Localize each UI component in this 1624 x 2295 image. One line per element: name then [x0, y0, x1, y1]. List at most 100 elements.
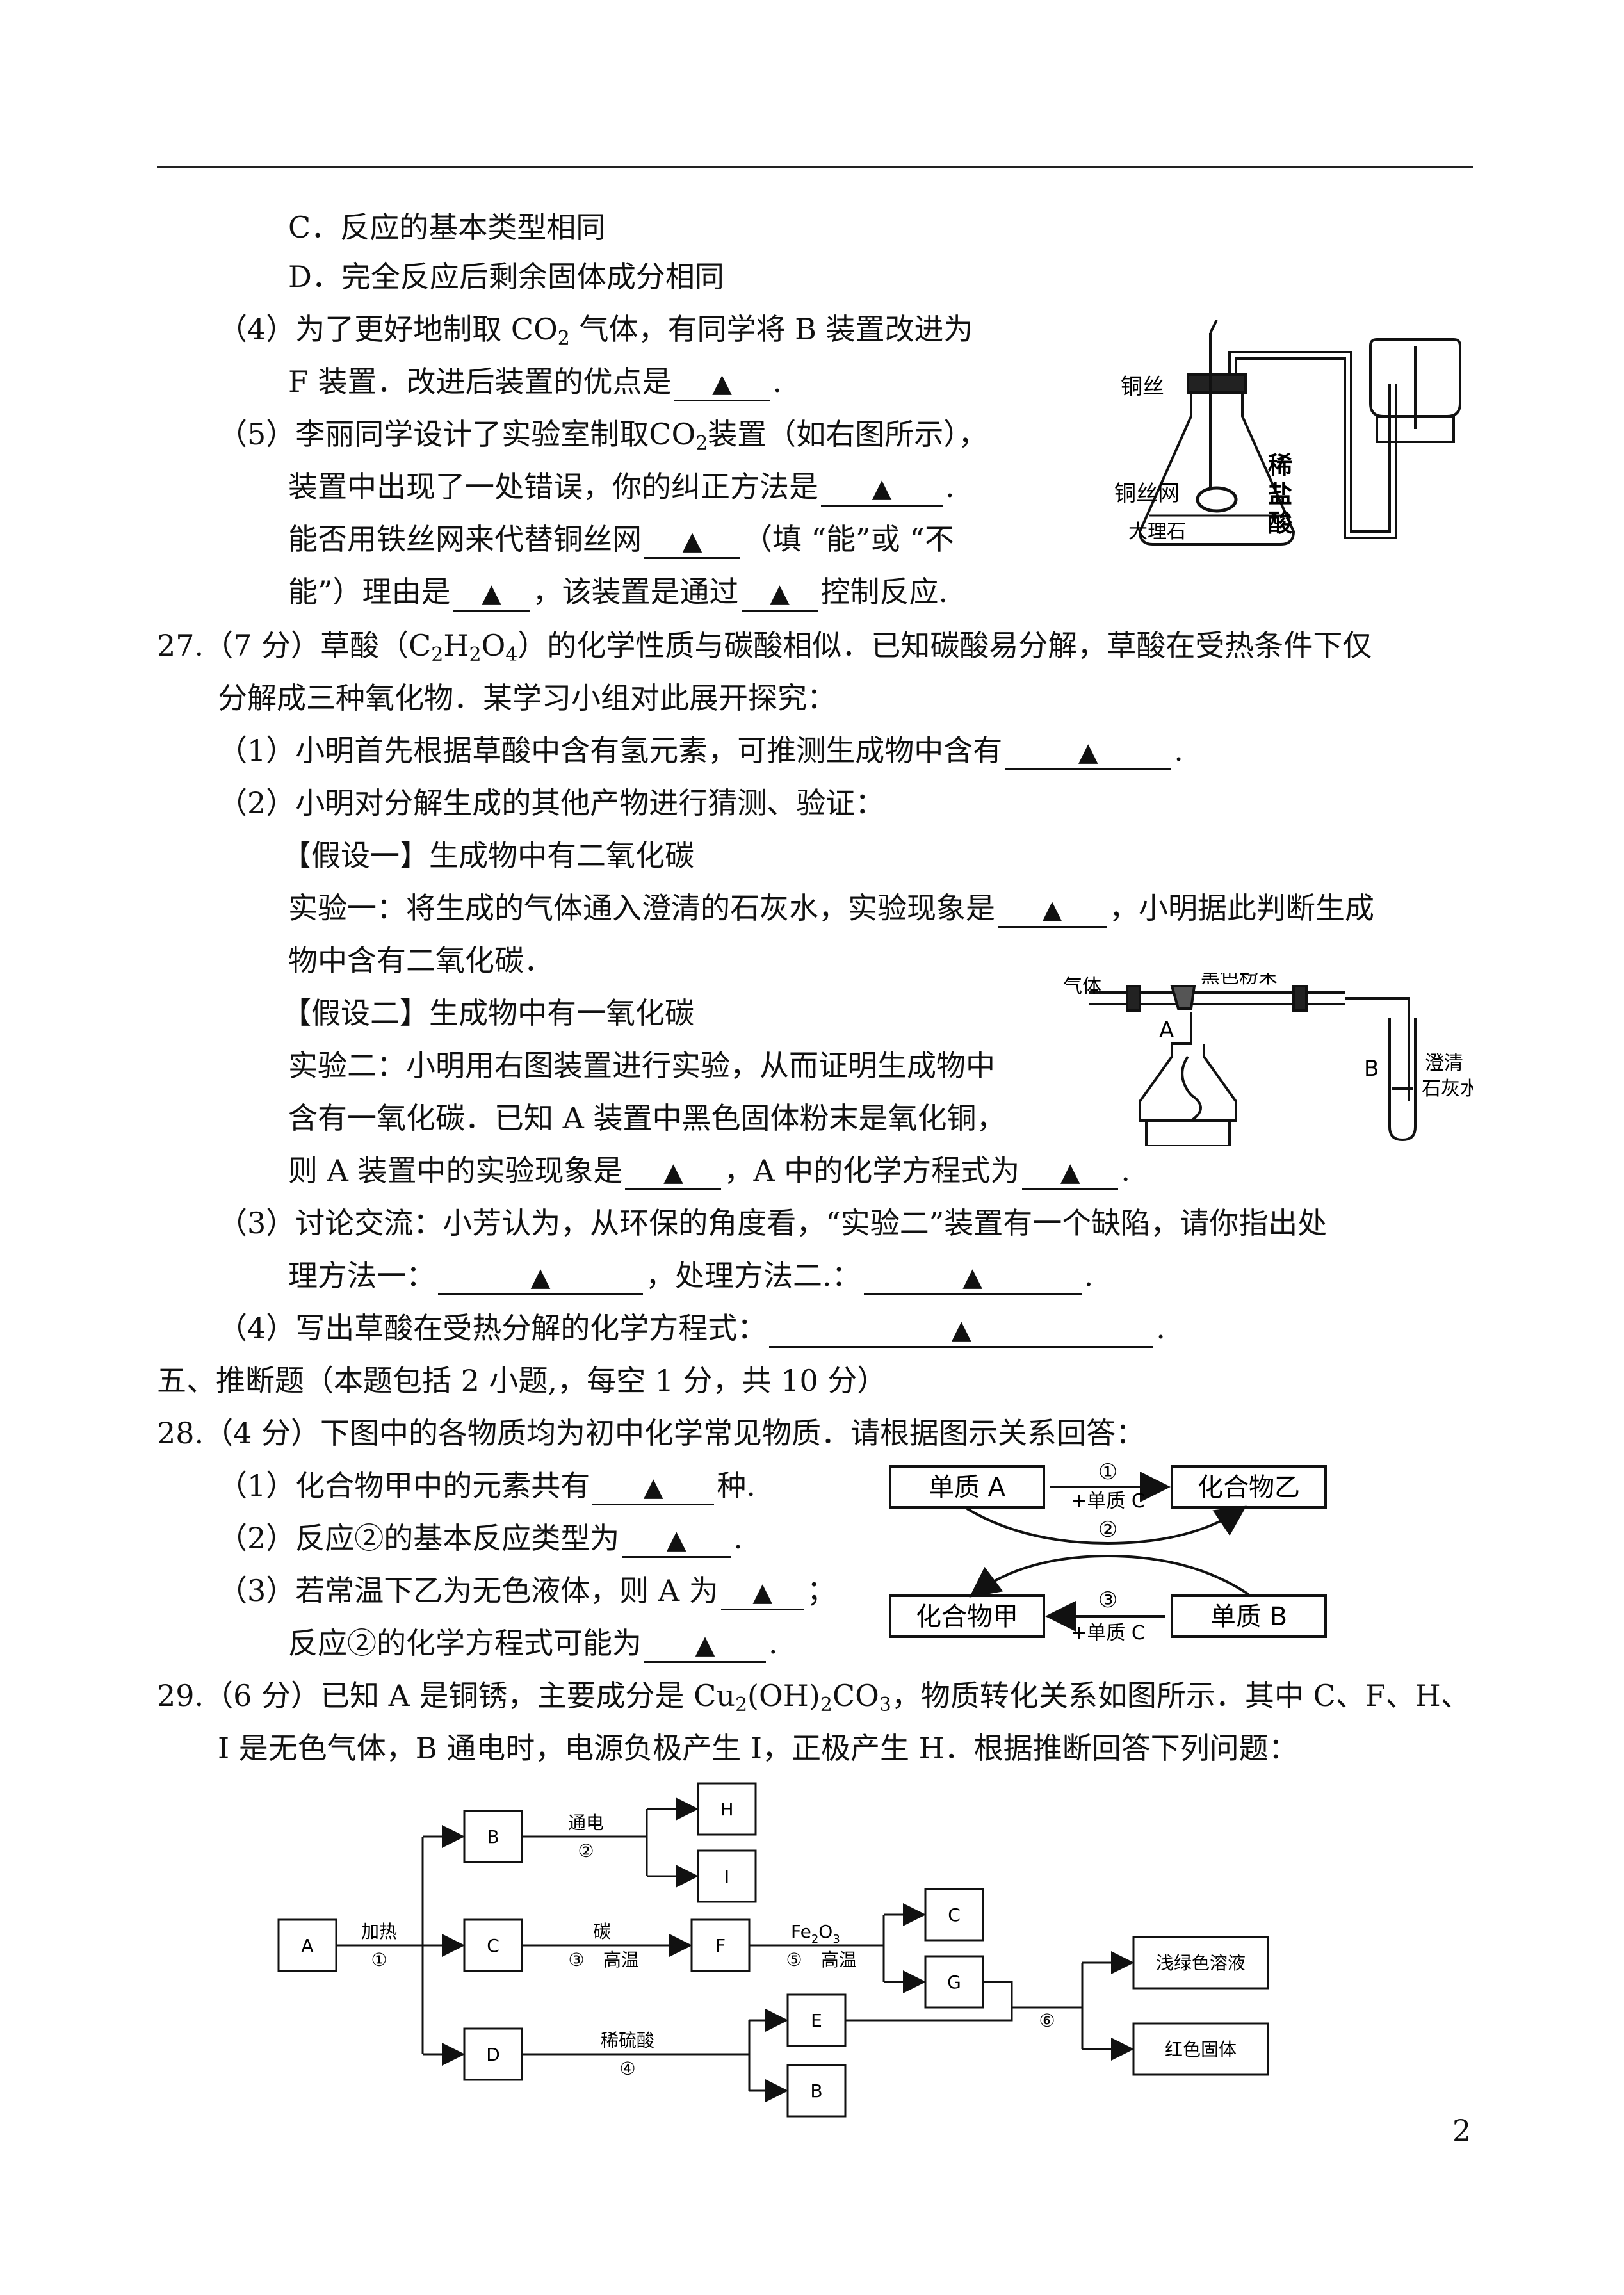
label-reaction-3: ③ [1098, 1587, 1117, 1613]
node-g: G [947, 1972, 961, 1993]
label-carbon: 碳 [593, 1921, 611, 1942]
q27-intro-line2: 分解成三种氧化物．某学习小组对此展开探究： [218, 681, 836, 715]
answer-blank[interactable]: ▲ [438, 1260, 643, 1295]
label-copper-wire: 铜丝 [1121, 374, 1164, 400]
answer-blank[interactable]: ▲ [1005, 734, 1172, 770]
q27-part3-line2: 理方法一：▲，处理方法二.：▲. [288, 1256, 1093, 1295]
q27-experiment2-line3: 则 A 装置中的实验现象是▲，A 中的化学方程式为▲. [288, 1151, 1130, 1190]
box-element-a [889, 1465, 1045, 1509]
co-reduction-apparatus-figure: 气体 黑色粉末 A B 澄清 石灰水 [1063, 973, 1473, 1146]
q27-part4: （4）写出草酸在受热分解的化学方程式：▲. [218, 1309, 1165, 1348]
q28-intro: 28.（4 分）下图中的各物质均为初中化学常见物质．请根据图示关系回答： [157, 1416, 1146, 1450]
q28-relation-diagram: 单质 A 化合物乙 化合物甲 单质 B ① +单质 C ② ③ +单质 C [889, 1459, 1327, 1644]
q27-part2: （2）小明对分解生成的其他产物进行猜测、验证： [218, 786, 885, 820]
answer-blank[interactable]: ▲ [863, 1260, 1082, 1295]
q26-part4-line2: F 装置．改进后装置的优点是▲. [288, 362, 782, 401]
node-f: F [715, 1935, 726, 1956]
q26-part5-line4: 能”）理由是▲，该装置是通过▲控制反应. [288, 572, 948, 612]
q29-flow-diagram: A B C D H I F C G E B 浅绿色溶液 红色固体 加热 ① 通电… [277, 1782, 1269, 2118]
label-r4: ④ [619, 2058, 635, 2079]
label-gas: 气体 [1063, 975, 1101, 998]
header-rule [157, 166, 1473, 168]
q27-part1: （1）小明首先根据草酸中含有氢元素，可推测生成物中含有▲. [218, 731, 1183, 770]
node-b: B [487, 1826, 499, 1847]
page-number: 2 [1452, 2113, 1472, 2148]
node-h: H [720, 1799, 733, 1820]
q27-experiment1-line1: 实验一：将生成的气体通入澄清的石灰水，实验现象是▲，小明据此判断生成 [288, 889, 1374, 928]
label-lime-1: 澄清 [1425, 1052, 1463, 1075]
node-b-2: B [810, 2080, 822, 2102]
answer-blank[interactable]: ▲ [453, 576, 530, 612]
answer-blank[interactable]: ▲ [622, 1522, 731, 1558]
label-device-b: B [1364, 1056, 1379, 1082]
answer-blank[interactable]: ▲ [592, 1470, 715, 1505]
label-reaction-1: ① [1098, 1459, 1117, 1485]
q26-option-c: C．反应的基本类型相同 [288, 210, 606, 245]
label-reaction-2: ② [1098, 1517, 1117, 1543]
q27-experiment1-line2: 物中含有二氧化碳． [288, 943, 553, 978]
answer-blank[interactable]: ▲ [644, 523, 740, 559]
co2-apparatus-figure: 铜丝 铜丝网 大理石 稀 盐 酸 [1114, 320, 1461, 546]
label-element-a: 单质 A [929, 1473, 1006, 1502]
label-device-a: A [1159, 1018, 1174, 1043]
q29-intro-line1: 29.（6 分）已知 A 是铜锈，主要成分是 Cu2(OH)2CO3，物质转化关… [157, 1678, 1470, 1716]
label-compound-yi: 化合物乙 [1198, 1473, 1300, 1502]
box-compound-jia [889, 1594, 1045, 1638]
q28-part3-line2: 反应②的化学方程式可能为▲. [288, 1624, 778, 1663]
q26-part4-line1: （4）为了更好地制取 CO2 气体，有同学将 B 装置改进为 [218, 312, 973, 350]
label-acid-1: 稀 [1268, 451, 1292, 480]
label-acid-2: 盐 [1268, 480, 1292, 508]
q27-experiment2-line2: 含有一氧化碳．已知 A 装置中黑色固体粉末是氧化铜， [288, 1101, 1006, 1135]
label-heat: 加热 [361, 1921, 397, 1942]
q27-part3-line1: （3）讨论交流：小芳认为，从环保的角度看，“实验二”装置有一个缺陷，请你指出处 [218, 1206, 1328, 1240]
box-element-b [1171, 1594, 1327, 1638]
section-5-heading: 五、推断题（本题包括 2 小题,，每空 1 分，共 10 分） [157, 1363, 887, 1398]
node-a: A [301, 1935, 313, 1956]
label-lime-2: 石灰水 [1422, 1078, 1473, 1100]
q26-part5-line3: 能否用铁丝网来代替铜丝网▲（填 “能”或 “不 [288, 520, 954, 559]
label-acid-3: 酸 [1268, 509, 1293, 537]
answer-blank[interactable]: ▲ [741, 576, 818, 612]
label-plus-c-top: +单质 C [1071, 1490, 1145, 1512]
label-marble: 大理石 [1128, 521, 1186, 543]
q26-part5-line1: （5）李丽同学设计了实验室制取CO2装置（如右图所示）， [218, 417, 988, 455]
answer-blank[interactable]: ▲ [769, 1312, 1154, 1348]
answer-blank[interactable]: ▲ [998, 892, 1107, 928]
box-compound-yi [1171, 1465, 1327, 1509]
label-r2: ② [578, 1840, 594, 1861]
label-black-powder: 黑色粉末 [1201, 973, 1278, 988]
node-e: E [811, 2010, 822, 2031]
label-copper-mesh: 铜丝网 [1114, 481, 1180, 507]
q27-experiment2-line1: 实验二：小明用右图装置进行实验，从而证明生成物中 [288, 1048, 995, 1083]
answer-blank[interactable]: ▲ [720, 1575, 804, 1610]
label-r6: ⑥ [1039, 2010, 1055, 2031]
q28-part1: （1）化合物甲中的元素共有▲种. [218, 1466, 756, 1505]
label-r3: ③ [568, 1949, 584, 1970]
node-d: D [486, 2044, 500, 2065]
node-c-2: C [948, 1904, 961, 1926]
q26-option-d: D．完全反应后剩余固体成分相同 [288, 259, 724, 294]
node-green-solution: 浅绿色溶液 [1156, 1952, 1246, 1974]
answer-blank[interactable]: ▲ [1022, 1155, 1119, 1190]
label-r1: ① [371, 1949, 387, 1970]
answer-blank[interactable]: ▲ [674, 366, 770, 401]
node-red-solid: 红色固体 [1165, 2039, 1237, 2060]
q26-part5-line2: 装置中出现了一处错误，你的纠正方法是▲. [288, 467, 955, 507]
q27-hypothesis1: 【假设一】生成物中有二氧化碳 [282, 838, 694, 873]
q27-intro-line1: 27.（7 分）草酸（C2H2O4）的化学性质与碳酸相似．已知碳酸易分解，草酸在… [157, 628, 1372, 666]
label-dilute-acid: 稀硫酸 [601, 2030, 654, 2051]
label-high-temp-1: 高温 [603, 1949, 639, 1970]
label-high-temp-2: 高温 [821, 1949, 857, 1970]
label-fe2o3: Fe2O3 [791, 1921, 840, 1946]
node-c: C [487, 1935, 499, 1956]
label-compound-jia: 化合物甲 [916, 1602, 1018, 1632]
answer-blank[interactable]: ▲ [821, 471, 943, 507]
q28-part3-line1: （3）若常温下乙为无色液体，则 A 为▲； [218, 1571, 836, 1610]
label-r5: ⑤ [786, 1949, 802, 1970]
node-i: I [724, 1866, 729, 1887]
answer-blank[interactable]: ▲ [644, 1627, 766, 1663]
label-element-b: 单质 B [1210, 1602, 1287, 1632]
q29-intro-line2: I 是无色气体，B 通电时，电源负极产生 I，正极产生 H．根据推断回答下列问题… [218, 1731, 1298, 1765]
answer-blank[interactable]: ▲ [625, 1155, 722, 1190]
q28-part2: （2）反应②的基本反应类型为▲. [218, 1519, 743, 1558]
